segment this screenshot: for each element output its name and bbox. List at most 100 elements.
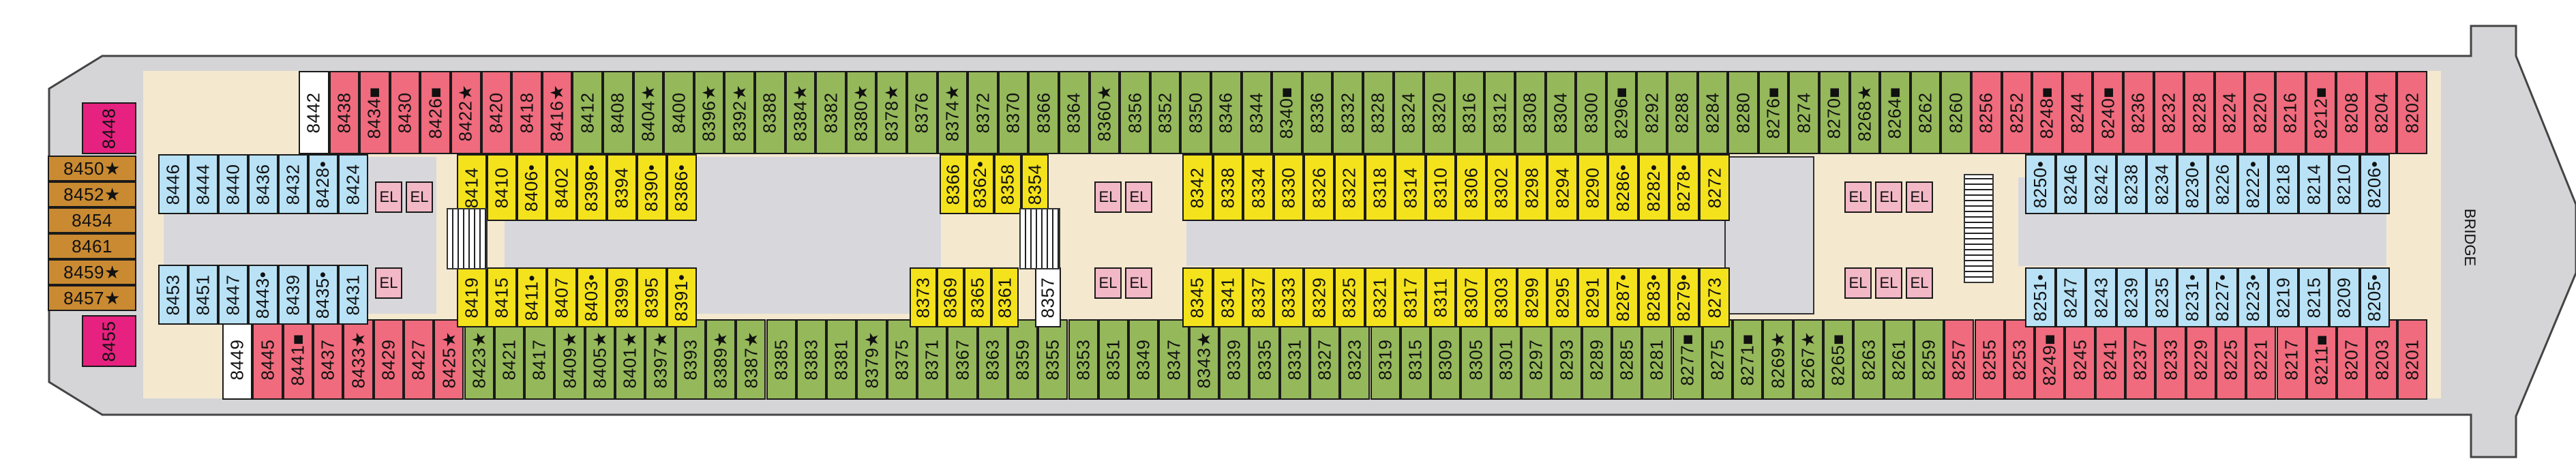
cabin-8323[interactable]: 8323: [1340, 319, 1371, 400]
cabin-8202[interactable]: 8202: [2397, 71, 2427, 154]
cabin-8384[interactable]: 8384★: [785, 71, 816, 154]
cabin-8374[interactable]: 8374★: [937, 71, 968, 154]
cabin-8320[interactable]: 8320: [1424, 71, 1454, 154]
cabin-8402[interactable]: 8402: [547, 154, 577, 221]
cabin-8421[interactable]: 8421: [494, 319, 525, 400]
cabin-8326[interactable]: 8326: [1304, 154, 1334, 221]
cabin-8235[interactable]: 8235: [2146, 267, 2177, 327]
cabin-8324[interactable]: 8324: [1393, 71, 1424, 154]
cabin-8428[interactable]: 8428•: [308, 154, 338, 214]
cabin-8217[interactable]: 8217: [2276, 319, 2307, 400]
cabin-8316[interactable]: 8316: [1454, 71, 1485, 154]
cabin-8205[interactable]: 8205•: [2359, 267, 2391, 327]
cabin-8325[interactable]: 8325: [1334, 267, 1365, 327]
cabin-8317[interactable]: 8317: [1395, 267, 1426, 327]
cabin-8314[interactable]: 8314: [1395, 154, 1426, 221]
cabin-8228[interactable]: 8228: [2184, 71, 2215, 154]
cabin-8418[interactable]: 8418: [511, 71, 542, 154]
cabin-8447[interactable]: 8447: [218, 265, 248, 325]
cabin-8404[interactable]: 8404★: [633, 71, 664, 154]
cabin-8338[interactable]: 8338: [1212, 154, 1244, 221]
cabin-8230[interactable]: 8230•: [2177, 154, 2208, 214]
cabin-8289[interactable]: 8289: [1581, 319, 1612, 400]
cabin-8411[interactable]: 8411•: [517, 267, 547, 327]
cabin-8412[interactable]: 8412: [572, 71, 603, 154]
cabin-8260[interactable]: 8260: [1941, 71, 1971, 154]
cabin-8408[interactable]: 8408: [603, 71, 633, 154]
cabin-8281[interactable]: 8281: [1642, 319, 1673, 400]
cabin-8211[interactable]: 8211■: [2306, 319, 2337, 400]
cabin-8398[interactable]: 8398•: [577, 154, 607, 221]
cabin-8332[interactable]: 8332: [1332, 71, 1363, 154]
cabin-8375[interactable]: 8375: [886, 319, 917, 400]
cabin-8296[interactable]: 8296■: [1606, 71, 1637, 154]
cabin-8335[interactable]: 8335: [1249, 319, 1280, 400]
cabin-8380[interactable]: 8380★: [845, 71, 877, 154]
cabin-8280[interactable]: 8280: [1728, 71, 1758, 154]
cabin-8304[interactable]: 8304: [1545, 71, 1576, 154]
cabin-8261[interactable]: 8261: [1883, 319, 1914, 400]
cabin-8367[interactable]: 8367: [947, 319, 978, 400]
cabin-8451[interactable]: 8451: [188, 265, 218, 325]
cabin-8355[interactable]: 8355: [1038, 319, 1068, 400]
cabin-8394[interactable]: 8394: [607, 154, 637, 221]
cabin-8229[interactable]: 8229: [2185, 319, 2216, 400]
cabin-8214[interactable]: 8214: [2298, 154, 2329, 214]
cabin-8259[interactable]: 8259: [1913, 319, 1945, 400]
cabin-8322[interactable]: 8322: [1334, 154, 1365, 221]
cabin-8242[interactable]: 8242: [2086, 154, 2116, 214]
cabin-8220[interactable]: 8220: [2245, 71, 2275, 154]
cabin-8410[interactable]: 8410: [487, 154, 517, 221]
cabin-8247[interactable]: 8247: [2055, 267, 2086, 327]
cabin-8327[interactable]: 8327: [1309, 319, 1341, 400]
cabin-8393[interactable]: 8393: [675, 319, 706, 400]
cabin-8284[interactable]: 8284: [1697, 71, 1728, 154]
cabin-8232[interactable]: 8232: [2153, 71, 2185, 154]
cabin-8339[interactable]: 8339: [1219, 319, 1250, 400]
cabin-8294[interactable]: 8294: [1547, 154, 1578, 221]
cabin-8433[interactable]: 8433★: [343, 319, 374, 400]
cabin-8341[interactable]: 8341: [1212, 267, 1244, 327]
cabin-8208[interactable]: 8208: [2336, 71, 2367, 154]
cabin-8392[interactable]: 8392★: [724, 71, 755, 154]
cabin-8267[interactable]: 8267★: [1793, 319, 1823, 400]
cabin-8265[interactable]: 8265■: [1823, 319, 1854, 400]
cabin-8308[interactable]: 8308: [1515, 71, 1546, 154]
cabin-8249[interactable]: 8249■: [2035, 319, 2065, 400]
cabin-8401[interactable]: 8401★: [615, 319, 646, 400]
cabin-8390[interactable]: 8390•: [637, 154, 667, 221]
cabin-8334[interactable]: 8334: [1243, 154, 1274, 221]
cabin-8282[interactable]: 8282•: [1638, 154, 1669, 221]
cabin-8287[interactable]: 8287•: [1608, 267, 1638, 327]
cabin-8204[interactable]: 8204: [2366, 71, 2397, 154]
cabin-8233[interactable]: 8233: [2155, 319, 2186, 400]
cabin-8231[interactable]: 8231•: [2177, 267, 2208, 327]
cabin-8328[interactable]: 8328: [1363, 71, 1394, 154]
cabin-8449[interactable]: 8449: [222, 319, 253, 400]
cabin-8385[interactable]: 8385: [766, 319, 796, 400]
cabin-8366[interactable]: 8366: [1028, 71, 1059, 154]
cabin-8241[interactable]: 8241: [2095, 319, 2125, 400]
cabin-8362[interactable]: 8362•: [967, 154, 994, 214]
cabin-8455[interactable]: 8455: [82, 315, 136, 367]
cabin-8245[interactable]: 8245: [2065, 319, 2095, 400]
cabin-8435[interactable]: 8435•: [308, 265, 338, 325]
cabin-8318[interactable]: 8318: [1364, 154, 1396, 221]
cabin-8461[interactable]: 8461: [48, 233, 136, 259]
cabin-8305[interactable]: 8305: [1461, 319, 1491, 400]
cabin-8438[interactable]: 8438: [329, 71, 360, 154]
cabin-8272[interactable]: 8272: [1699, 154, 1730, 221]
cabin-8263[interactable]: 8263: [1853, 319, 1884, 400]
cabin-8388[interactable]: 8388: [755, 71, 785, 154]
cabin-8441[interactable]: 8441■: [282, 319, 313, 400]
cabin-8292[interactable]: 8292: [1636, 71, 1667, 154]
cabin-8295[interactable]: 8295: [1547, 267, 1578, 327]
cabin-8405[interactable]: 8405★: [584, 319, 615, 400]
cabin-8454[interactable]: 8454: [48, 207, 136, 233]
cabin-8439[interactable]: 8439: [278, 265, 308, 325]
cabin-8358[interactable]: 8358: [994, 154, 1021, 214]
cabin-8238[interactable]: 8238: [2116, 154, 2147, 214]
cabin-8243[interactable]: 8243: [2086, 267, 2116, 327]
cabin-8346[interactable]: 8346: [1211, 71, 1242, 154]
cabin-8391[interactable]: 8391•: [667, 267, 697, 327]
